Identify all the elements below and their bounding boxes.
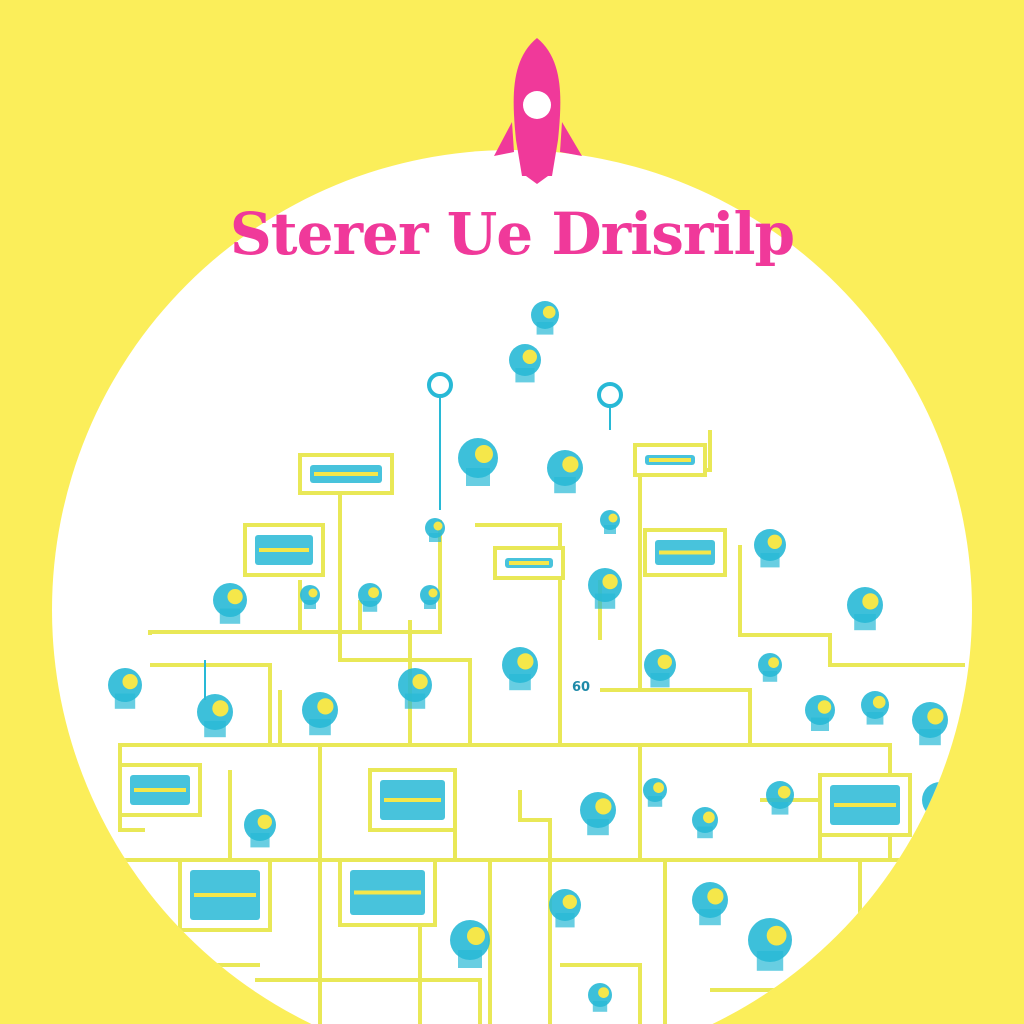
person-body xyxy=(650,673,670,688)
person-body xyxy=(771,802,789,815)
person-body xyxy=(604,525,616,534)
person-detail xyxy=(927,708,944,725)
person-detail xyxy=(412,673,428,690)
connector-line xyxy=(148,520,442,635)
person-body xyxy=(592,1001,608,1012)
person-detail xyxy=(475,445,493,463)
network-diagram xyxy=(95,301,972,1024)
node-circle xyxy=(427,372,453,398)
person-detail xyxy=(703,811,715,824)
person-detail xyxy=(428,588,438,598)
connector-line xyxy=(738,545,965,667)
person-body xyxy=(362,601,378,612)
person-detail xyxy=(467,927,485,945)
person-detail xyxy=(767,534,782,549)
person-detail xyxy=(542,305,556,319)
device-detail xyxy=(354,890,421,895)
person-body xyxy=(429,533,441,542)
person-detail xyxy=(657,654,672,669)
person-body xyxy=(699,909,721,926)
person-icon xyxy=(922,782,958,818)
person-detail xyxy=(212,700,229,717)
person-detail xyxy=(608,513,618,523)
person-body xyxy=(515,368,535,383)
person-detail xyxy=(595,798,612,815)
background-circle xyxy=(52,150,972,1024)
person-detail xyxy=(227,588,243,605)
device-detail xyxy=(509,561,549,565)
node-circle xyxy=(597,382,623,408)
person-body xyxy=(404,693,426,709)
person-body xyxy=(762,671,778,682)
device-detail xyxy=(134,788,186,792)
device-detail xyxy=(259,548,309,552)
person-body xyxy=(866,712,884,725)
connector-line xyxy=(600,688,752,745)
person-detail xyxy=(872,695,886,709)
connector-line xyxy=(338,495,472,745)
person-body xyxy=(854,614,876,631)
person-detail xyxy=(653,782,664,793)
person-body xyxy=(554,477,576,494)
person-body xyxy=(587,819,609,836)
device-detail xyxy=(194,893,256,897)
person-detail xyxy=(602,573,618,590)
person-body xyxy=(555,913,575,928)
device-detail xyxy=(649,458,691,462)
connector-line xyxy=(255,978,482,1024)
person-icon xyxy=(887,872,923,908)
page-title: Sterer Ue Drisrilp xyxy=(229,200,795,268)
device-detail xyxy=(314,472,378,476)
node-label: 60 xyxy=(572,680,591,695)
person-body xyxy=(466,468,490,486)
device-detail xyxy=(384,798,441,802)
connector-line xyxy=(150,663,272,745)
person-body xyxy=(309,719,331,736)
person-detail xyxy=(122,673,138,690)
person-body xyxy=(647,796,663,807)
person-detail xyxy=(308,588,318,598)
device-detail xyxy=(659,550,711,555)
person-body xyxy=(894,899,916,916)
person-body xyxy=(929,809,951,826)
person-body xyxy=(114,693,136,709)
person-detail xyxy=(766,925,787,946)
person-body xyxy=(304,600,316,609)
person-body xyxy=(219,608,241,624)
person-detail xyxy=(562,456,579,473)
person-detail xyxy=(522,349,537,364)
person-detail xyxy=(902,878,919,895)
person-body xyxy=(760,553,780,568)
person-detail xyxy=(562,894,577,909)
device-detail xyxy=(834,803,896,807)
person-body xyxy=(536,322,554,335)
connector-line xyxy=(475,523,562,745)
person-body xyxy=(697,826,713,839)
person-detail xyxy=(937,788,954,805)
person-detail xyxy=(257,814,272,829)
person-body xyxy=(811,717,829,731)
person-detail xyxy=(817,700,832,714)
person-body xyxy=(250,833,270,848)
person-detail xyxy=(368,587,379,598)
person-detail xyxy=(707,888,724,905)
person-detail xyxy=(777,785,791,799)
rocket-icon xyxy=(494,38,582,184)
person-body xyxy=(756,951,784,971)
person-detail xyxy=(317,698,334,715)
person-body xyxy=(424,600,436,609)
person-detail xyxy=(517,653,534,670)
person-detail xyxy=(433,521,443,531)
person-detail xyxy=(598,987,609,998)
person-body xyxy=(509,674,531,691)
connector-line xyxy=(560,963,642,1024)
person-body xyxy=(458,950,482,968)
person-body xyxy=(204,721,226,738)
person-body xyxy=(919,729,941,746)
person-detail xyxy=(862,593,879,610)
person-body xyxy=(594,593,616,609)
person-detail xyxy=(768,657,779,668)
connector-line xyxy=(518,790,552,1024)
